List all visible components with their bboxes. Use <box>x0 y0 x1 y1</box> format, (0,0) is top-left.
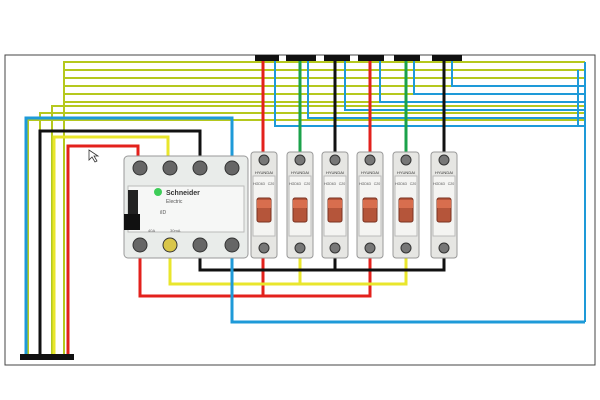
rccb-terminal-top-1 <box>132 160 148 176</box>
mcb-terminal-top <box>400 154 412 166</box>
rccb-lever <box>128 190 138 228</box>
schneider-logo-icon <box>154 188 162 196</box>
ground-bar <box>20 354 74 360</box>
mcb-terminal-bottom <box>258 242 270 254</box>
wire-black-in <box>38 129 202 356</box>
rccb-face <box>127 185 245 233</box>
mcb-terminal-bottom <box>438 242 450 254</box>
mcb-brand: HYUNDAI <box>435 170 453 175</box>
breaker-top-wires <box>261 61 586 322</box>
busbar-3 <box>324 55 350 61</box>
mcb-terminal-bottom <box>364 242 376 254</box>
wire-red-in <box>66 144 140 356</box>
busbar-5 <box>394 55 420 61</box>
wire-black-out <box>198 254 446 272</box>
wire-blue-b6 <box>451 61 585 87</box>
mcb-terminal-top <box>329 154 341 166</box>
bottom-wires <box>138 254 585 324</box>
mcb-terminal-top <box>294 154 306 166</box>
wire-blue-b2 <box>307 61 585 119</box>
mcb-model: HGD63 <box>289 182 301 186</box>
mcb-model: HGD63 <box>253 182 265 186</box>
rccb-terminal-top-4 <box>224 160 240 176</box>
rccb-terminal-bottom-2 <box>162 237 178 253</box>
mcb-rating: C20 <box>339 182 345 186</box>
rccb-terminal-bottom-3 <box>192 237 208 253</box>
rccb-lever-handle <box>124 214 140 230</box>
mcb-model: HGD63 <box>395 182 407 186</box>
mcb-brand: HYUNDAI <box>291 170 309 175</box>
mcb-toggle-highlight <box>363 200 377 208</box>
busbar-2 <box>286 55 316 61</box>
mcb-brand: HYUNDAI <box>361 170 379 175</box>
mcb-brand: HYUNDAI <box>255 170 273 175</box>
wire-blue-b1 <box>274 61 585 127</box>
rccb-brand-sub: Electric <box>166 199 183 205</box>
top-busbars <box>255 55 462 61</box>
mcb-rating: C20 <box>448 182 454 186</box>
mcb-rating: C20 <box>268 182 274 186</box>
busbar-1 <box>255 55 279 61</box>
mcb-rating: C20 <box>410 182 416 186</box>
mcb-rating: C20 <box>374 182 380 186</box>
mcb-model: HGD63 <box>324 182 336 186</box>
mcb-terminal-top <box>438 154 450 166</box>
mcb-rating: C20 <box>304 182 310 186</box>
rccb-terminal-top-3 <box>192 160 208 176</box>
wire-blue-b5 <box>413 61 585 95</box>
mcb-terminal-bottom <box>329 242 341 254</box>
wire-blue-b3 <box>344 61 585 111</box>
rccb-model: iID <box>160 210 167 216</box>
mcb-brand: HYUNDAI <box>397 170 415 175</box>
rccb-sensitivity: 30mA <box>170 228 181 233</box>
wire-yellow-in <box>52 135 170 356</box>
wire-blue-b4 <box>379 61 585 103</box>
mcb-model: HGD63 <box>433 182 445 186</box>
wire-red-out <box>138 254 372 298</box>
rccb-brand: Schneider <box>166 190 200 197</box>
mcb-toggle-highlight <box>257 200 271 208</box>
mcb-terminal-bottom <box>400 242 412 254</box>
wire-blue-in <box>24 116 234 356</box>
mcb-brand: HYUNDAI <box>326 170 344 175</box>
wire-olive-1 <box>63 61 585 356</box>
mcb-terminal-top <box>258 154 270 166</box>
mcb-terminal-bottom <box>294 242 306 254</box>
mcb-terminal-top <box>364 154 376 166</box>
rccb-device: Schneider Electric iID 40A 30mA <box>123 155 249 259</box>
mcb-toggle-highlight <box>399 200 413 208</box>
rccb-terminal-bottom-4 <box>224 237 240 253</box>
mouse-cursor-icon <box>88 149 100 163</box>
wire-blue-out <box>230 254 585 324</box>
mcb-toggle-highlight <box>437 200 451 208</box>
wire-olive-4 <box>27 119 585 356</box>
busbar-6 <box>432 55 462 61</box>
rccb-rating: 40A <box>148 228 155 233</box>
rccb-terminal-bottom-1 <box>132 237 148 253</box>
rccb-terminal-top-2 <box>162 160 178 176</box>
busbar-4 <box>358 55 384 61</box>
mcb-toggle-highlight <box>293 200 307 208</box>
mcb-model: HGD63 <box>359 182 371 186</box>
mcb-toggle-highlight <box>328 200 342 208</box>
